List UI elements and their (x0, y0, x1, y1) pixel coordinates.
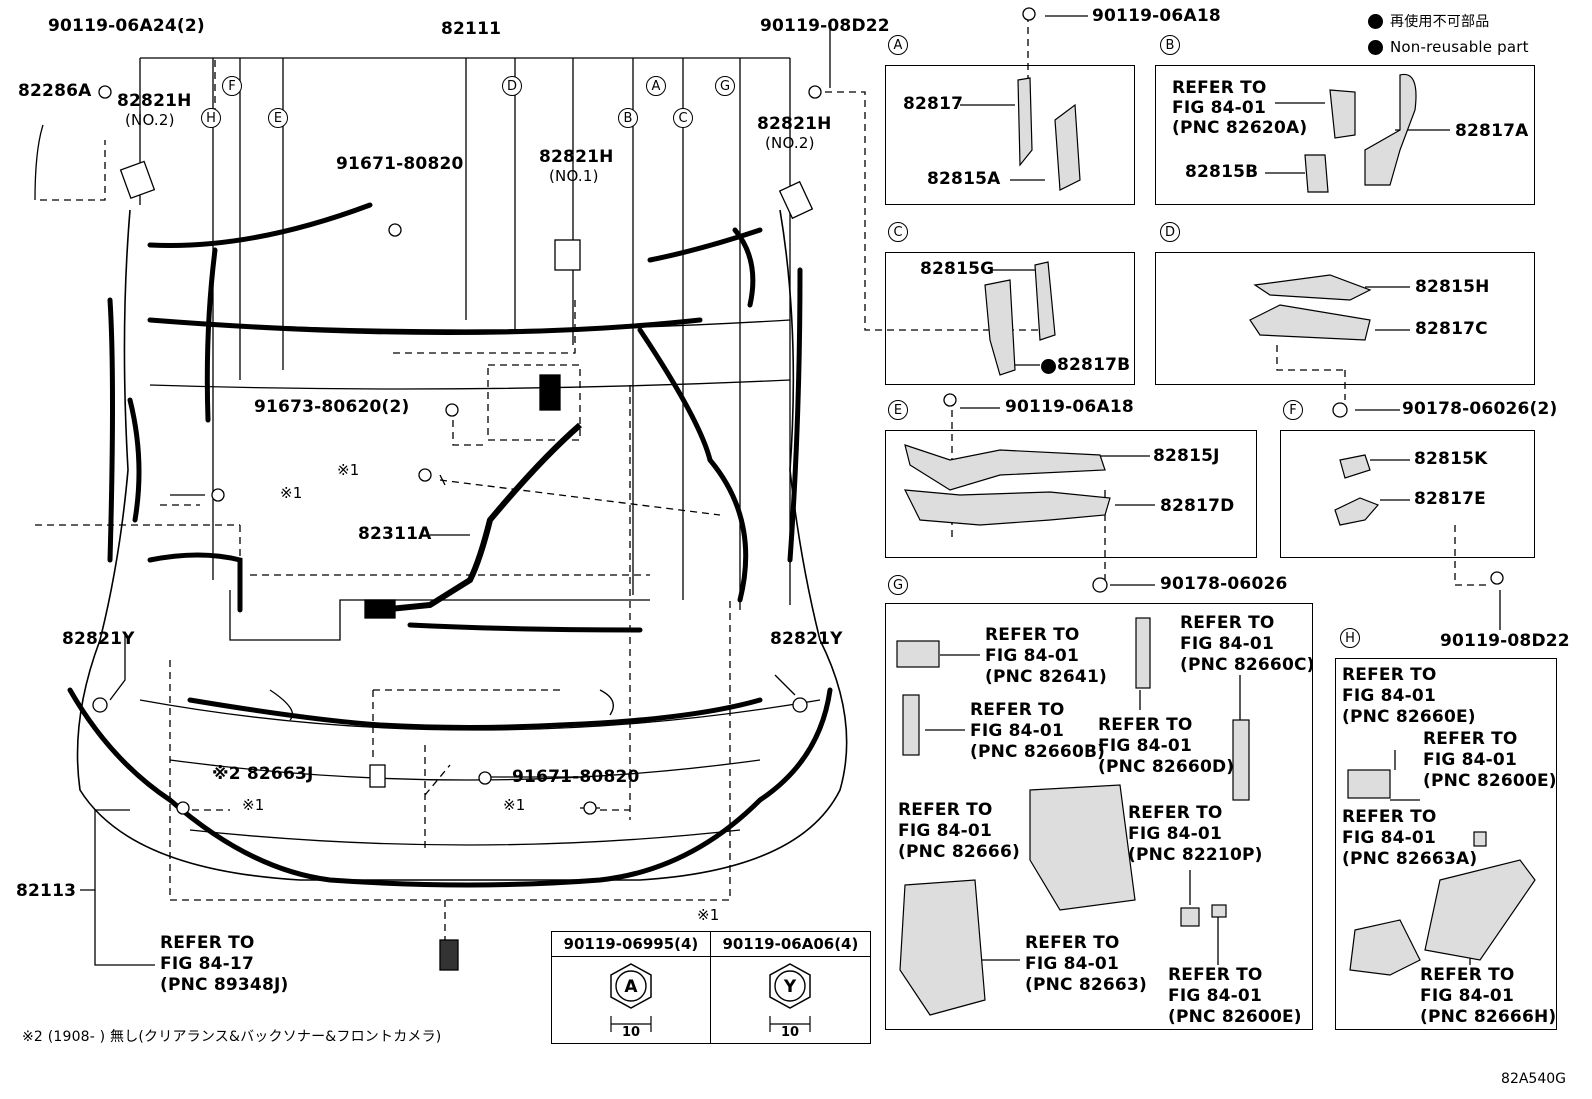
table-note: ※1 (697, 906, 720, 924)
part-82821H-mid: 82821H (539, 147, 614, 167)
part-82111: 82111 (441, 19, 502, 39)
note-1-d: ※1 (503, 796, 526, 814)
panel-e-82815J: 82815J (1153, 446, 1220, 466)
panel-a-bolt: 90119-06A18 (1092, 6, 1221, 26)
panel-a-letter: A (888, 35, 908, 55)
callout-A: A (646, 76, 666, 96)
part-91671-80820-bottom: 91671-80820 (512, 767, 640, 787)
panel-d-82815H: 82815H (1415, 277, 1490, 297)
panel-a-82815A: 82815A (927, 169, 1001, 189)
panel-b-82815B: 82815B (1185, 162, 1259, 182)
panel-h-refer-82660E: REFER TO FIG 84-01 (PNC 82660E) (1342, 665, 1476, 727)
part-90119-06A24: 90119-06A24(2) (48, 16, 205, 36)
panel-f-box (1280, 430, 1535, 558)
note-1-c: ※1 (242, 796, 265, 814)
part-91671-80820-top: 91671-80820 (336, 154, 464, 174)
part-82821Y-left: 82821Y (62, 629, 135, 649)
part-82311A: 82311A (358, 524, 432, 544)
panel-g-refer-82660C: REFER TO FIG 84-01 (PNC 82660C) (1180, 613, 1315, 675)
panel-h-letter: H (1340, 628, 1360, 648)
panel-h-box (1335, 658, 1557, 1030)
hex-bolt-icon: Y 10 (769, 963, 812, 1040)
panel-g-refer-82663: REFER TO FIG 84-01 (PNC 82663) (1025, 933, 1147, 995)
panel-f-82817E: 82817E (1414, 489, 1486, 509)
callout-E: E (268, 108, 288, 128)
panel-c-box (885, 252, 1135, 385)
footnote: ※2 (1908- ) 無し(クリアランス&バックソナー&フロントカメラ) (22, 1029, 442, 1045)
panel-c-82817B: 82817B (1057, 355, 1131, 375)
callout-H: H (201, 108, 221, 128)
panel-d-letter: D (1160, 222, 1180, 242)
panel-g-refer-82660D: REFER TO FIG 84-01 (PNC 82660D) (1098, 715, 1235, 777)
part-91673-80620: 91673-80620(2) (254, 397, 410, 417)
non-reusable-dot-icon (1368, 14, 1383, 29)
panel-g-refer-82660B: REFER TO FIG 84-01 (PNC 82660B) (970, 700, 1106, 762)
panel-d-clip: 90178-06026(2) (1402, 399, 1558, 419)
part-82821H-right: 82821H (757, 114, 832, 134)
panel-a-82817: 82817 (903, 94, 964, 114)
part-82821Y-right: 82821Y (770, 629, 843, 649)
panel-g-box (885, 603, 1313, 1030)
panel-e-82817D: 82817D (1160, 496, 1235, 516)
fastener-y-cell: Y 10 (709, 956, 872, 1044)
panel-h-refer-82666H: REFER TO FIG 84-01 (PNC 82666H) (1420, 965, 1557, 1027)
fastener-a-size: 10 (622, 1025, 640, 1036)
fastener-y-size: 10 (781, 1025, 799, 1036)
fastener-table: 90119-06995(4) 90119-06A06(4) A 10 Y 10 (551, 931, 872, 1044)
non-reusable-dot-icon (1368, 40, 1383, 55)
fastener-a-cell: A 10 (551, 956, 711, 1044)
part-82821H-left: 82821H (117, 91, 192, 111)
part-82821H-right-sub: (NO.2) (765, 134, 815, 152)
hex-bolt-icon: A 10 (610, 963, 652, 1040)
panel-e-bolt: 90119-06A18 (1005, 397, 1134, 417)
panel-b-refer: REFER TO FIG 84-01 (PNC 82620A) (1172, 78, 1308, 138)
panel-g-refer-82210P: REFER TO FIG 84-01 (PNC 82210P) (1128, 803, 1263, 865)
fastener-a-number: 90119-06995(4) (551, 931, 711, 957)
panel-h-refer-82600E: REFER TO FIG 84-01 (PNC 82600E) (1423, 729, 1557, 791)
part-82663J: ※2 82663J (212, 764, 314, 784)
panel-b-82817A: 82817A (1455, 121, 1529, 141)
note-1-a: ※1 (337, 461, 360, 479)
panel-f-letter: F (1283, 400, 1303, 420)
panel-b-letter: B (1160, 35, 1180, 55)
drawing-code: 82A540G (1501, 1071, 1566, 1087)
panel-g-refer-82600E: REFER TO FIG 84-01 (PNC 82600E) (1168, 965, 1302, 1027)
panel-e-letter: E (888, 400, 908, 420)
part-82821H-left-sub: (NO.2) (125, 111, 175, 129)
callout-C: C (673, 108, 693, 128)
part-90119-08D22-top: 90119-08D22 (760, 16, 890, 36)
callout-F: F (222, 76, 242, 96)
callout-B: B (618, 108, 638, 128)
panel-c-82815G: 82815G (920, 259, 995, 279)
callout-G: G (715, 76, 735, 96)
fastener-y-symbol: Y (783, 977, 797, 997)
panel-e-clip: 90178-06026 (1160, 574, 1288, 594)
part-82821H-mid-sub: (NO.1) (549, 167, 599, 185)
panel-d-82817C: 82817C (1415, 319, 1488, 339)
part-82286A: 82286A (18, 81, 92, 101)
panel-d-box (1155, 252, 1535, 385)
panel-e-box (885, 430, 1257, 558)
panel-b-box (1155, 65, 1535, 205)
fastener-y-number: 90119-06A06(4) (709, 931, 872, 957)
panel-f-bolt: 90119-08D22 (1440, 631, 1570, 651)
legend-en: Non-reusable part (1390, 38, 1529, 56)
part-82113: 82113 (16, 881, 77, 901)
panel-c-letter: C (888, 222, 908, 242)
panel-g-refer-82641: REFER TO FIG 84-01 (PNC 82641) (985, 625, 1107, 687)
fastener-a-symbol: A (624, 977, 638, 997)
panel-a-box (885, 65, 1135, 205)
panel-f-82815K: 82815K (1414, 449, 1488, 469)
non-reusable-dot-icon (1041, 359, 1056, 374)
ground-wire (379, 422, 582, 613)
callout-D: D (502, 76, 522, 96)
legend-ja: 再使用不可部品 (1390, 14, 1490, 30)
refer-89348J: REFER TO FIG 84-17 (PNC 89348J) (160, 933, 289, 995)
panel-g-refer-82666: REFER TO FIG 84-01 (PNC 82666) (898, 800, 1020, 862)
panel-h-refer-82663A: REFER TO FIG 84-01 (PNC 82663A) (1342, 807, 1478, 869)
panel-g-letter: G (888, 575, 908, 595)
note-1-b: ※1 (280, 484, 303, 502)
